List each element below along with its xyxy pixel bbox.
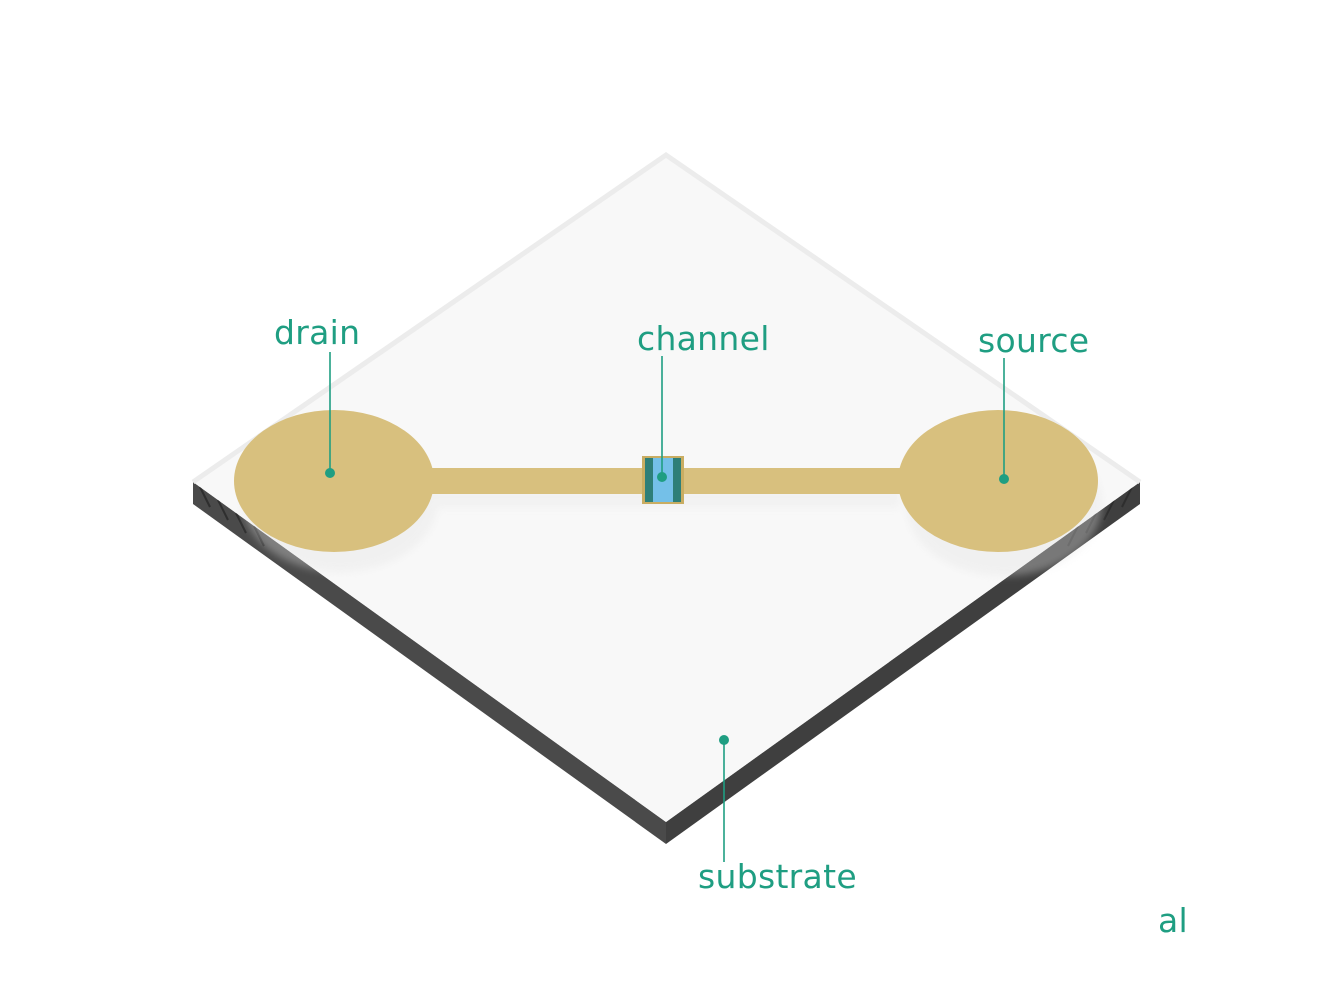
substrate-left-edge [193,482,666,844]
drain-pad [234,410,434,552]
channel-label: channel [637,319,770,358]
source-label: source [978,321,1090,360]
leaders [325,352,1009,862]
substrate-leader-dot [719,735,729,745]
source-pad [898,410,1098,552]
drain-leader-dot [325,468,335,478]
source-leader-dot [999,474,1009,484]
substrate-label: substrate [698,857,857,896]
channel-leader-dot [657,472,667,482]
substrate-back-rim [191,151,1142,485]
drain-label: drain [274,313,361,352]
corner-text-fragment: al [1158,901,1188,940]
